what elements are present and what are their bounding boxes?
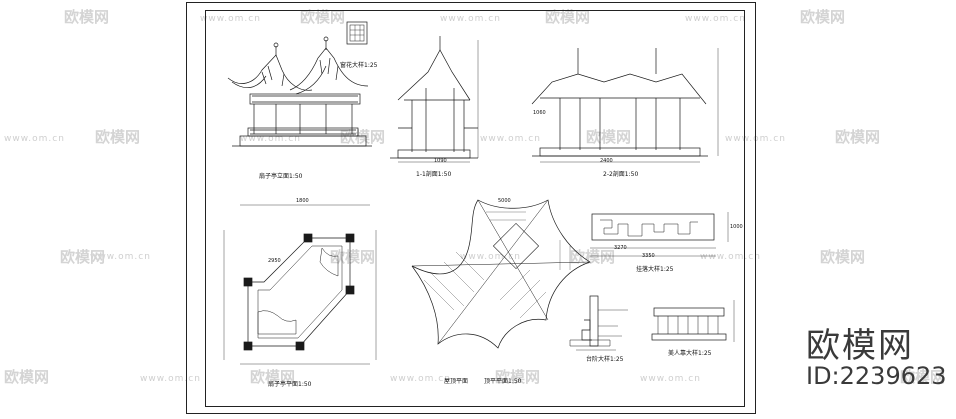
dim-label: 2950 (268, 258, 281, 264)
watermark-url: www.om.cn (440, 14, 501, 24)
watermark-logo: 欧模网 (820, 248, 866, 266)
title-front-elevation: 扇子亭立面1:50 (259, 173, 303, 180)
brand-id: ID:2239623 (806, 362, 947, 390)
watermark-url: www.om.cn (640, 374, 701, 384)
window-detail-drawing (346, 21, 368, 45)
dim-label: 2400 (600, 158, 613, 164)
seat-detail-drawing (651, 300, 735, 342)
title-rail-detail: 挂落大样1:25 (636, 266, 674, 273)
watermark-logo: 欧模网 (60, 248, 106, 266)
watermark-logo: 欧模网 (250, 368, 296, 386)
title-seat-detail: 美人靠大样1:25 (668, 350, 712, 357)
watermark-url: www.om.cn (480, 134, 541, 144)
dim-label: 5000 (498, 198, 511, 204)
watermark-logo: 欧模网 (586, 128, 632, 146)
dim-label: 3270 (614, 245, 627, 251)
watermark-url: www.om.cn (4, 134, 65, 144)
title-section-2: 2-2剖面1:50 (603, 171, 639, 178)
watermark-url: www.om.cn (200, 14, 261, 24)
watermark-logo: 欧模网 (95, 128, 141, 146)
title-base-detail: 台阶大样1:25 (586, 356, 624, 363)
dim-label: 3350 (642, 253, 655, 259)
watermark-logo: 欧模网 (495, 368, 541, 386)
watermark-logo: 欧模网 (64, 8, 110, 26)
base-detail-drawing (569, 295, 628, 351)
sheet-outer-border (186, 2, 756, 414)
watermark-url: www.om.cn (460, 252, 521, 262)
title-section-1: 1-1剖面1:50 (416, 171, 452, 178)
watermark-url: www.om.cn (700, 252, 761, 262)
watermark-logo: 欧模网 (330, 248, 376, 266)
watermark-logo: 欧模网 (800, 8, 846, 26)
watermark-logo: 欧模网 (340, 128, 386, 146)
section-1-drawing (390, 36, 479, 163)
title-window-detail: 窗花大样1:25 (340, 62, 378, 69)
watermark-url: www.om.cn (140, 374, 201, 384)
watermark-url: www.om.cn (390, 374, 451, 384)
dim-label: 1060 (533, 110, 546, 116)
dim-label: 1090 (434, 158, 447, 164)
watermark-url: www.om.cn (240, 134, 301, 144)
watermark-logo: 欧模网 (4, 368, 50, 386)
dim-label: 1000 (730, 224, 743, 230)
title-top-plan: 顶平平面1:50 (484, 378, 522, 385)
rail-detail-drawing (590, 212, 729, 257)
watermark-url: www.om.cn (685, 14, 746, 24)
roof-plan-drawing (411, 199, 591, 349)
title-roof-plan: 屋顶平面 (444, 378, 469, 385)
watermark-logo: 欧模网 (570, 248, 616, 266)
watermark-url: www.om.cn (725, 134, 786, 144)
watermark-logo: 欧模网 (545, 8, 591, 26)
watermark-logo: 欧模网 (900, 368, 946, 386)
watermark-logo: 欧模网 (300, 8, 346, 26)
pavilion-plan-drawing (223, 204, 377, 365)
sheet-inner-border (205, 10, 745, 407)
section-2-drawing (531, 48, 719, 163)
title-plan: 扇子亭平面1:50 (268, 381, 312, 388)
brand-name: 欧模网 (806, 326, 914, 366)
watermark-logo: 欧模网 (835, 128, 881, 146)
dim-label: 1800 (296, 198, 309, 204)
front-elevation-drawing (227, 36, 372, 147)
watermark-url: www.om.cn (90, 252, 151, 262)
